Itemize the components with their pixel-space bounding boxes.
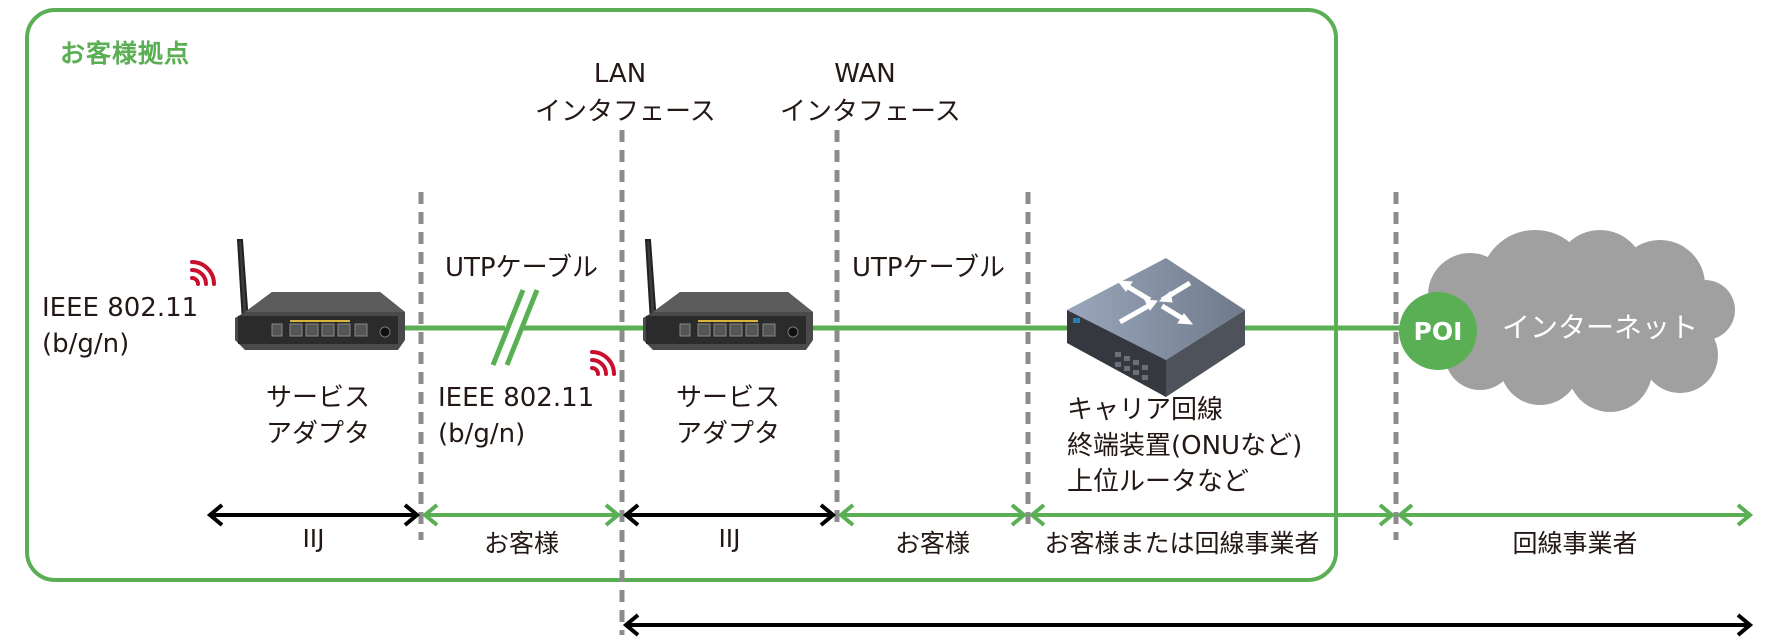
lan-cable-label: UTPケーブル — [445, 253, 599, 283]
wifi-signal-icon-left — [190, 260, 216, 286]
wan-interface-label-line2: インタフェース — [780, 97, 961, 127]
wireless-left-label-line2: (b/g/n) — [42, 329, 130, 359]
wan-cable-label: UTPケーブル — [852, 253, 1006, 283]
onu-label-line1: キャリア回線 — [1067, 395, 1224, 425]
customer-site-title: お客様拠点 — [60, 39, 191, 68]
customer-site-boundary — [25, 8, 1338, 582]
adapter2-label-line1: サービス — [676, 383, 781, 413]
internet-cloud-icon — [1428, 230, 1735, 412]
segment-label-customer-1: お客様 — [483, 529, 559, 558]
arrow-customer-1 — [421, 503, 622, 527]
onu-label-line2: 終端装置(ONUなど) — [1067, 431, 1303, 461]
service-adapter-1-icon — [235, 239, 405, 350]
arrow-iij-2 — [622, 503, 837, 527]
segment-label-customer-or-carrier: お客様または回線事業者 — [1044, 529, 1320, 558]
arrow-carrier — [1396, 503, 1754, 527]
arrow-customer-2 — [837, 503, 1028, 527]
arrow-bottom-span — [622, 613, 1754, 637]
wifi-signal-icon-mid — [590, 350, 616, 376]
adapter1-label-line2: アダプタ — [266, 419, 371, 449]
wireless-mid-label-line2: (b/g/n) — [438, 419, 526, 449]
lan-interface-label-line2: インタフェース — [535, 97, 716, 127]
poi-badge: POI — [1399, 292, 1477, 370]
wireless-mid-label-line1: IEEE 802.11 — [438, 383, 595, 413]
segment-label-customer-2: お客様 — [894, 529, 970, 558]
adapter2-label-line2: アダプタ — [676, 419, 781, 449]
wan-interface-label-line1: WAN — [834, 59, 896, 89]
onu-switch-icon — [1067, 258, 1245, 397]
service-adapter-2-icon — [643, 239, 813, 350]
arrow-customer-or-carrier — [1028, 503, 1396, 527]
onu-label-line3: 上位ルータなど — [1067, 467, 1250, 497]
adapter1-label-line1: サービス — [266, 383, 371, 413]
wireless-left-label-line1: IEEE 802.11 — [42, 293, 199, 323]
segment-label-iij-2: IIJ — [718, 524, 741, 553]
segment-label-iij-1: IIJ — [302, 524, 325, 553]
internet-label: インターネット — [1501, 311, 1698, 344]
segment-label-carrier: 回線事業者 — [1512, 529, 1638, 558]
lan-interface-label-line1: LAN — [593, 59, 647, 89]
arrow-iij-1 — [206, 503, 421, 527]
cable-break-icon — [490, 289, 540, 366]
